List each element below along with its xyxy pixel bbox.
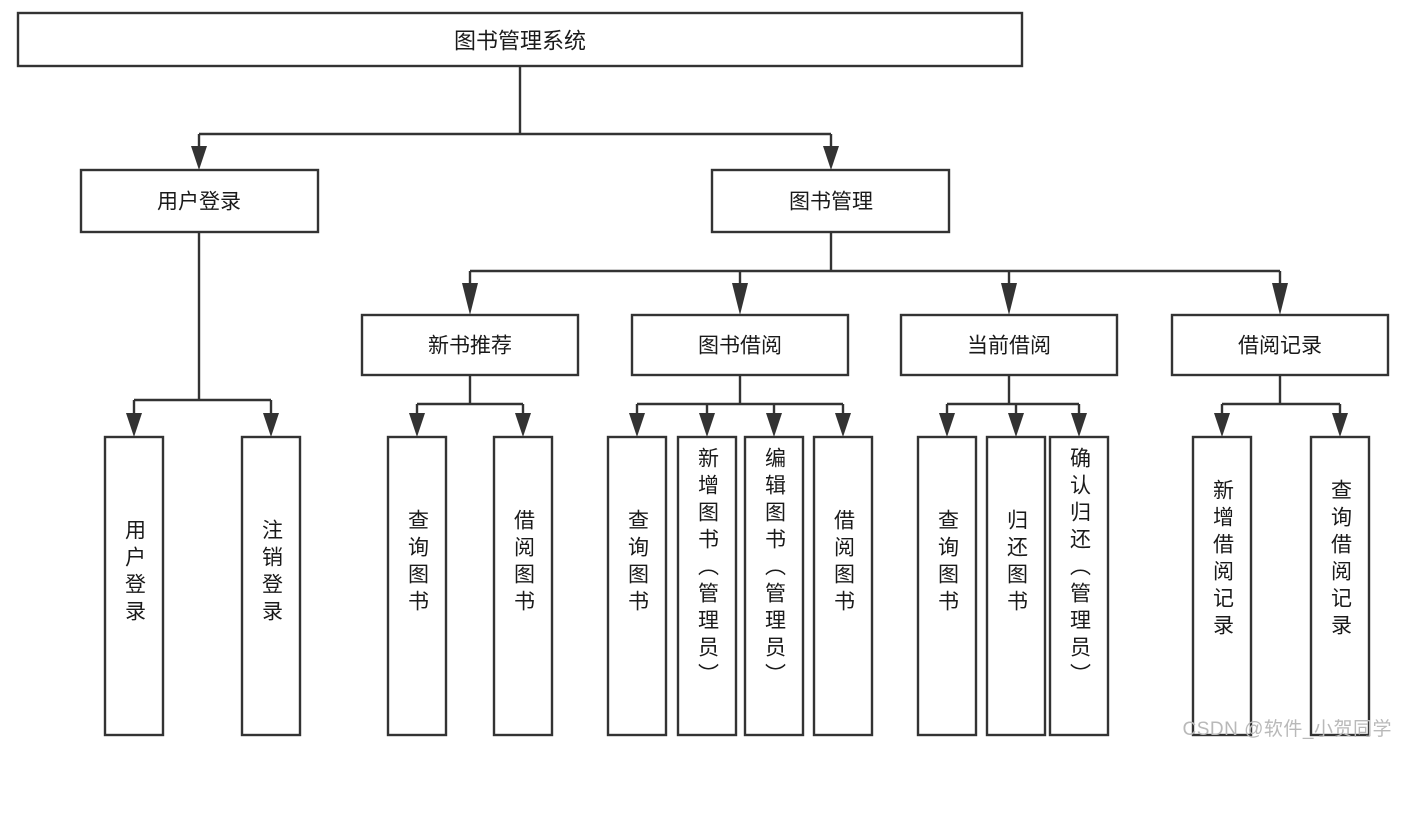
- watermark-text: CSDN @软件_小贺同学: [1182, 719, 1392, 740]
- connector-newbook-to-leaves: [415, 375, 525, 415]
- connector-records-to-leaves: [1220, 375, 1342, 415]
- node-leaf-4-box[interactable]: [492, 435, 554, 737]
- node-leaf-3-box[interactable]: [386, 435, 448, 737]
- node-leaf-9-box[interactable]: [916, 435, 978, 737]
- connector-borrow-to-leaves: [635, 375, 845, 415]
- node-root-label: 图书管理系统: [454, 29, 586, 54]
- arrow-to-leaf-2: [263, 413, 279, 437]
- arrow-to-records: [1272, 283, 1288, 315]
- node-leaf-10-box[interactable]: [985, 435, 1047, 737]
- arrow-to-leaf-10: [1008, 413, 1024, 437]
- diagram-canvas: 图书管理系统 用户登录 图书管理 新书推荐 图书借阅 当前借阅 借阅记录: [16, 11, 1392, 740]
- flowchart-svg: 图书管理系统 用户登录 图书管理 新书推荐 图书借阅 当前借阅 借阅记录: [16, 11, 1390, 737]
- node-newbook[interactable]: 新书推荐: [360, 313, 580, 377]
- node-current-label: 当前借阅: [967, 335, 1051, 358]
- node-leaf-12-box[interactable]: [1191, 435, 1253, 737]
- node-records-label: 借阅记录: [1238, 335, 1322, 358]
- arrow-to-leaf-6: [699, 413, 715, 437]
- arrow-to-leaf-4: [515, 413, 531, 437]
- node-newbook-box[interactable]: [360, 313, 580, 377]
- connector-group: [126, 66, 1348, 437]
- connector-bookmgmt-to-level3: [468, 232, 1282, 285]
- arrow-to-leaf-5: [629, 413, 645, 437]
- arrow-to-borrow: [732, 283, 748, 315]
- node-leaf-13-box[interactable]: [1309, 435, 1371, 737]
- node-bookmgmt[interactable]: 图书管理: [710, 168, 951, 234]
- arrow-to-leaf-11: [1071, 413, 1087, 437]
- node-leaf-11-box[interactable]: [1048, 435, 1110, 737]
- leaf-node-group: [103, 435, 1371, 737]
- node-borrow-label: 图书借阅: [698, 335, 782, 358]
- node-current-box[interactable]: [899, 313, 1119, 377]
- node-leaf-6-box[interactable]: [676, 435, 738, 737]
- arrow-to-bookmgmt: [823, 146, 839, 170]
- node-leaf-5-box[interactable]: [606, 435, 668, 737]
- node-records[interactable]: 借阅记录: [1170, 313, 1390, 377]
- node-bookmgmt-label: 图书管理: [789, 191, 873, 214]
- node-leaf-1-box[interactable]: [103, 435, 165, 737]
- node-records-box[interactable]: [1170, 313, 1390, 377]
- arrow-to-leaf-8: [835, 413, 851, 437]
- node-login-label: 用户登录: [157, 191, 241, 214]
- arrow-to-leaf-12: [1214, 413, 1230, 437]
- node-root[interactable]: 图书管理系统: [16, 11, 1024, 68]
- node-leaf-8-box[interactable]: [812, 435, 874, 737]
- node-leaf-2-box[interactable]: [240, 435, 302, 737]
- connector-root-to-level2: [197, 66, 833, 148]
- arrow-to-leaf-13: [1332, 413, 1348, 437]
- connector-login-to-leaves: [132, 232, 273, 415]
- node-borrow[interactable]: 图书借阅: [630, 313, 850, 377]
- arrow-to-leaf-3: [409, 413, 425, 437]
- node-bookmgmt-box[interactable]: [710, 168, 951, 234]
- arrow-to-leaf-7: [766, 413, 782, 437]
- node-root-box[interactable]: [16, 11, 1024, 68]
- node-borrow-box[interactable]: [630, 313, 850, 377]
- arrow-to-leaf-1: [126, 413, 142, 437]
- node-login[interactable]: 用户登录: [79, 168, 320, 234]
- node-current[interactable]: 当前借阅: [899, 313, 1119, 377]
- node-login-box[interactable]: [79, 168, 320, 234]
- arrow-to-current: [1001, 283, 1017, 315]
- arrow-to-login: [191, 146, 207, 170]
- arrow-to-newbook: [462, 283, 478, 315]
- arrow-to-leaf-9: [939, 413, 955, 437]
- node-leaf-7-box[interactable]: [743, 435, 805, 737]
- connector-current-to-leaves: [945, 375, 1081, 415]
- node-newbook-label: 新书推荐: [428, 335, 512, 358]
